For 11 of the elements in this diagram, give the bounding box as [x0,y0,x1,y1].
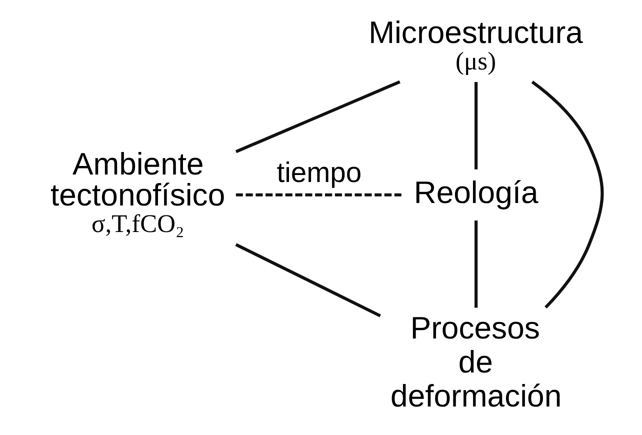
connector [235,193,404,196]
connector [530,80,604,309]
connector [474,82,478,170]
connector [234,243,380,318]
edge-label: tiempo [276,156,362,188]
node-text: Microestructura (μs) [368,15,582,76]
connector [234,80,400,154]
node-text: Procesos de deformación [390,310,562,414]
node-text: Ambiente tectonofísico σ,T,fCO₂ [50,146,225,238]
node-text: Reología [413,174,538,210]
connector [474,220,478,308]
